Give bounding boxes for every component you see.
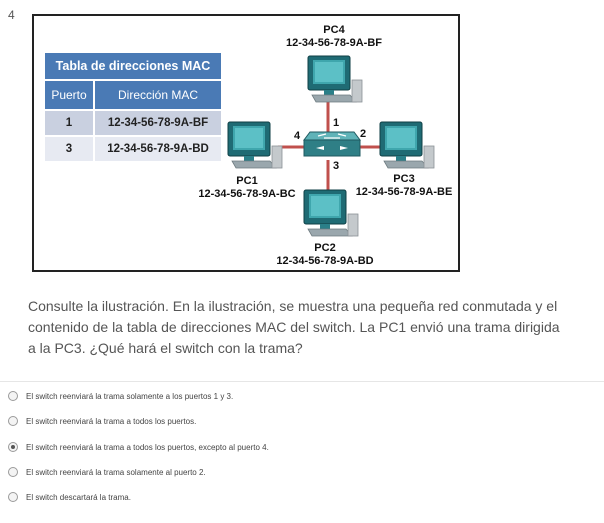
mac-address-table: Tabla de direcciones MAC Puerto Direcció… bbox=[45, 53, 221, 161]
answer-option[interactable]: El switch reenviará la trama solamente a… bbox=[8, 464, 206, 480]
header-mac: Dirección MAC bbox=[95, 81, 221, 111]
port-3-label: 3 bbox=[333, 160, 340, 172]
answer-option[interactable]: El switch descartará la trama. bbox=[8, 489, 131, 505]
pc4-icon bbox=[307, 55, 363, 103]
port-1-label: 1 bbox=[333, 117, 340, 129]
radio-button[interactable] bbox=[8, 492, 18, 502]
radio-button[interactable] bbox=[8, 416, 18, 426]
option-label[interactable]: El switch reenviará la trama solamente a… bbox=[26, 391, 234, 401]
pc2-name: PC2 bbox=[314, 242, 336, 254]
pc1-mac: 12-34-56-78-9A-BC bbox=[198, 188, 296, 200]
option-label[interactable]: El switch descartará la trama. bbox=[26, 492, 131, 502]
question-number: 4 bbox=[8, 8, 15, 22]
port-2-label: 2 bbox=[360, 128, 367, 140]
pc2-label: PC2 12-34-56-78-9A-BD bbox=[270, 242, 380, 268]
pc3-icon bbox=[379, 121, 435, 169]
pc1-name: PC1 bbox=[236, 175, 258, 187]
pc3-label: PC3 12-34-56-78-9A-BE bbox=[352, 173, 456, 199]
answer-option[interactable]: El switch reenviará la trama a todos los… bbox=[8, 413, 196, 429]
mac-table-title: Tabla de direcciones MAC bbox=[45, 53, 221, 81]
pc2-mac: 12-34-56-78-9A-BD bbox=[276, 255, 374, 267]
divider bbox=[0, 381, 604, 382]
pc2-icon bbox=[303, 189, 359, 237]
switch-icon bbox=[303, 131, 361, 157]
pc3-name: PC3 bbox=[393, 173, 415, 185]
port-4-label: 4 bbox=[294, 130, 301, 142]
answer-option[interactable]: El switch reenviará la trama solamente a… bbox=[8, 388, 233, 404]
network-diagram: Tabla de direcciones MAC Puerto Direcció… bbox=[32, 14, 460, 272]
pc3-mac: 12-34-56-78-9A-BE bbox=[355, 186, 453, 198]
radio-button[interactable] bbox=[8, 442, 18, 452]
question-text: Consulte la ilustración. En la ilustraci… bbox=[28, 298, 560, 356]
pc4-label: PC4 12-34-56-78-9A-BF bbox=[284, 24, 384, 50]
answer-option[interactable]: El switch reenviará la trama a todos los… bbox=[8, 439, 269, 455]
radio-button[interactable] bbox=[8, 467, 18, 477]
pc1-label: PC1 12-34-56-78-9A-BC bbox=[192, 175, 302, 201]
header-port: Puerto bbox=[45, 81, 95, 111]
topology-drawing bbox=[227, 55, 435, 237]
radio-button[interactable] bbox=[8, 391, 18, 401]
option-label[interactable]: El switch reenviará la trama solamente a… bbox=[26, 467, 206, 477]
row-mac: 12-34-56-78-9A-BF bbox=[95, 111, 221, 137]
row-port: 3 bbox=[45, 137, 95, 161]
option-label[interactable]: El switch reenviará la trama a todos los… bbox=[26, 416, 197, 426]
pc1-icon bbox=[227, 121, 283, 169]
pc4-mac: 12-34-56-78-9A-BF bbox=[286, 37, 382, 49]
row-port: 1 bbox=[45, 111, 95, 137]
row-mac: 12-34-56-78-9A-BD bbox=[95, 137, 221, 161]
pc4-name: PC4 bbox=[323, 24, 345, 36]
table-row: 1 12-34-56-78-9A-BF bbox=[45, 111, 221, 137]
table-row: 3 12-34-56-78-9A-BD bbox=[45, 137, 221, 161]
option-label[interactable]: El switch reenviará la trama a todos los… bbox=[26, 442, 269, 452]
